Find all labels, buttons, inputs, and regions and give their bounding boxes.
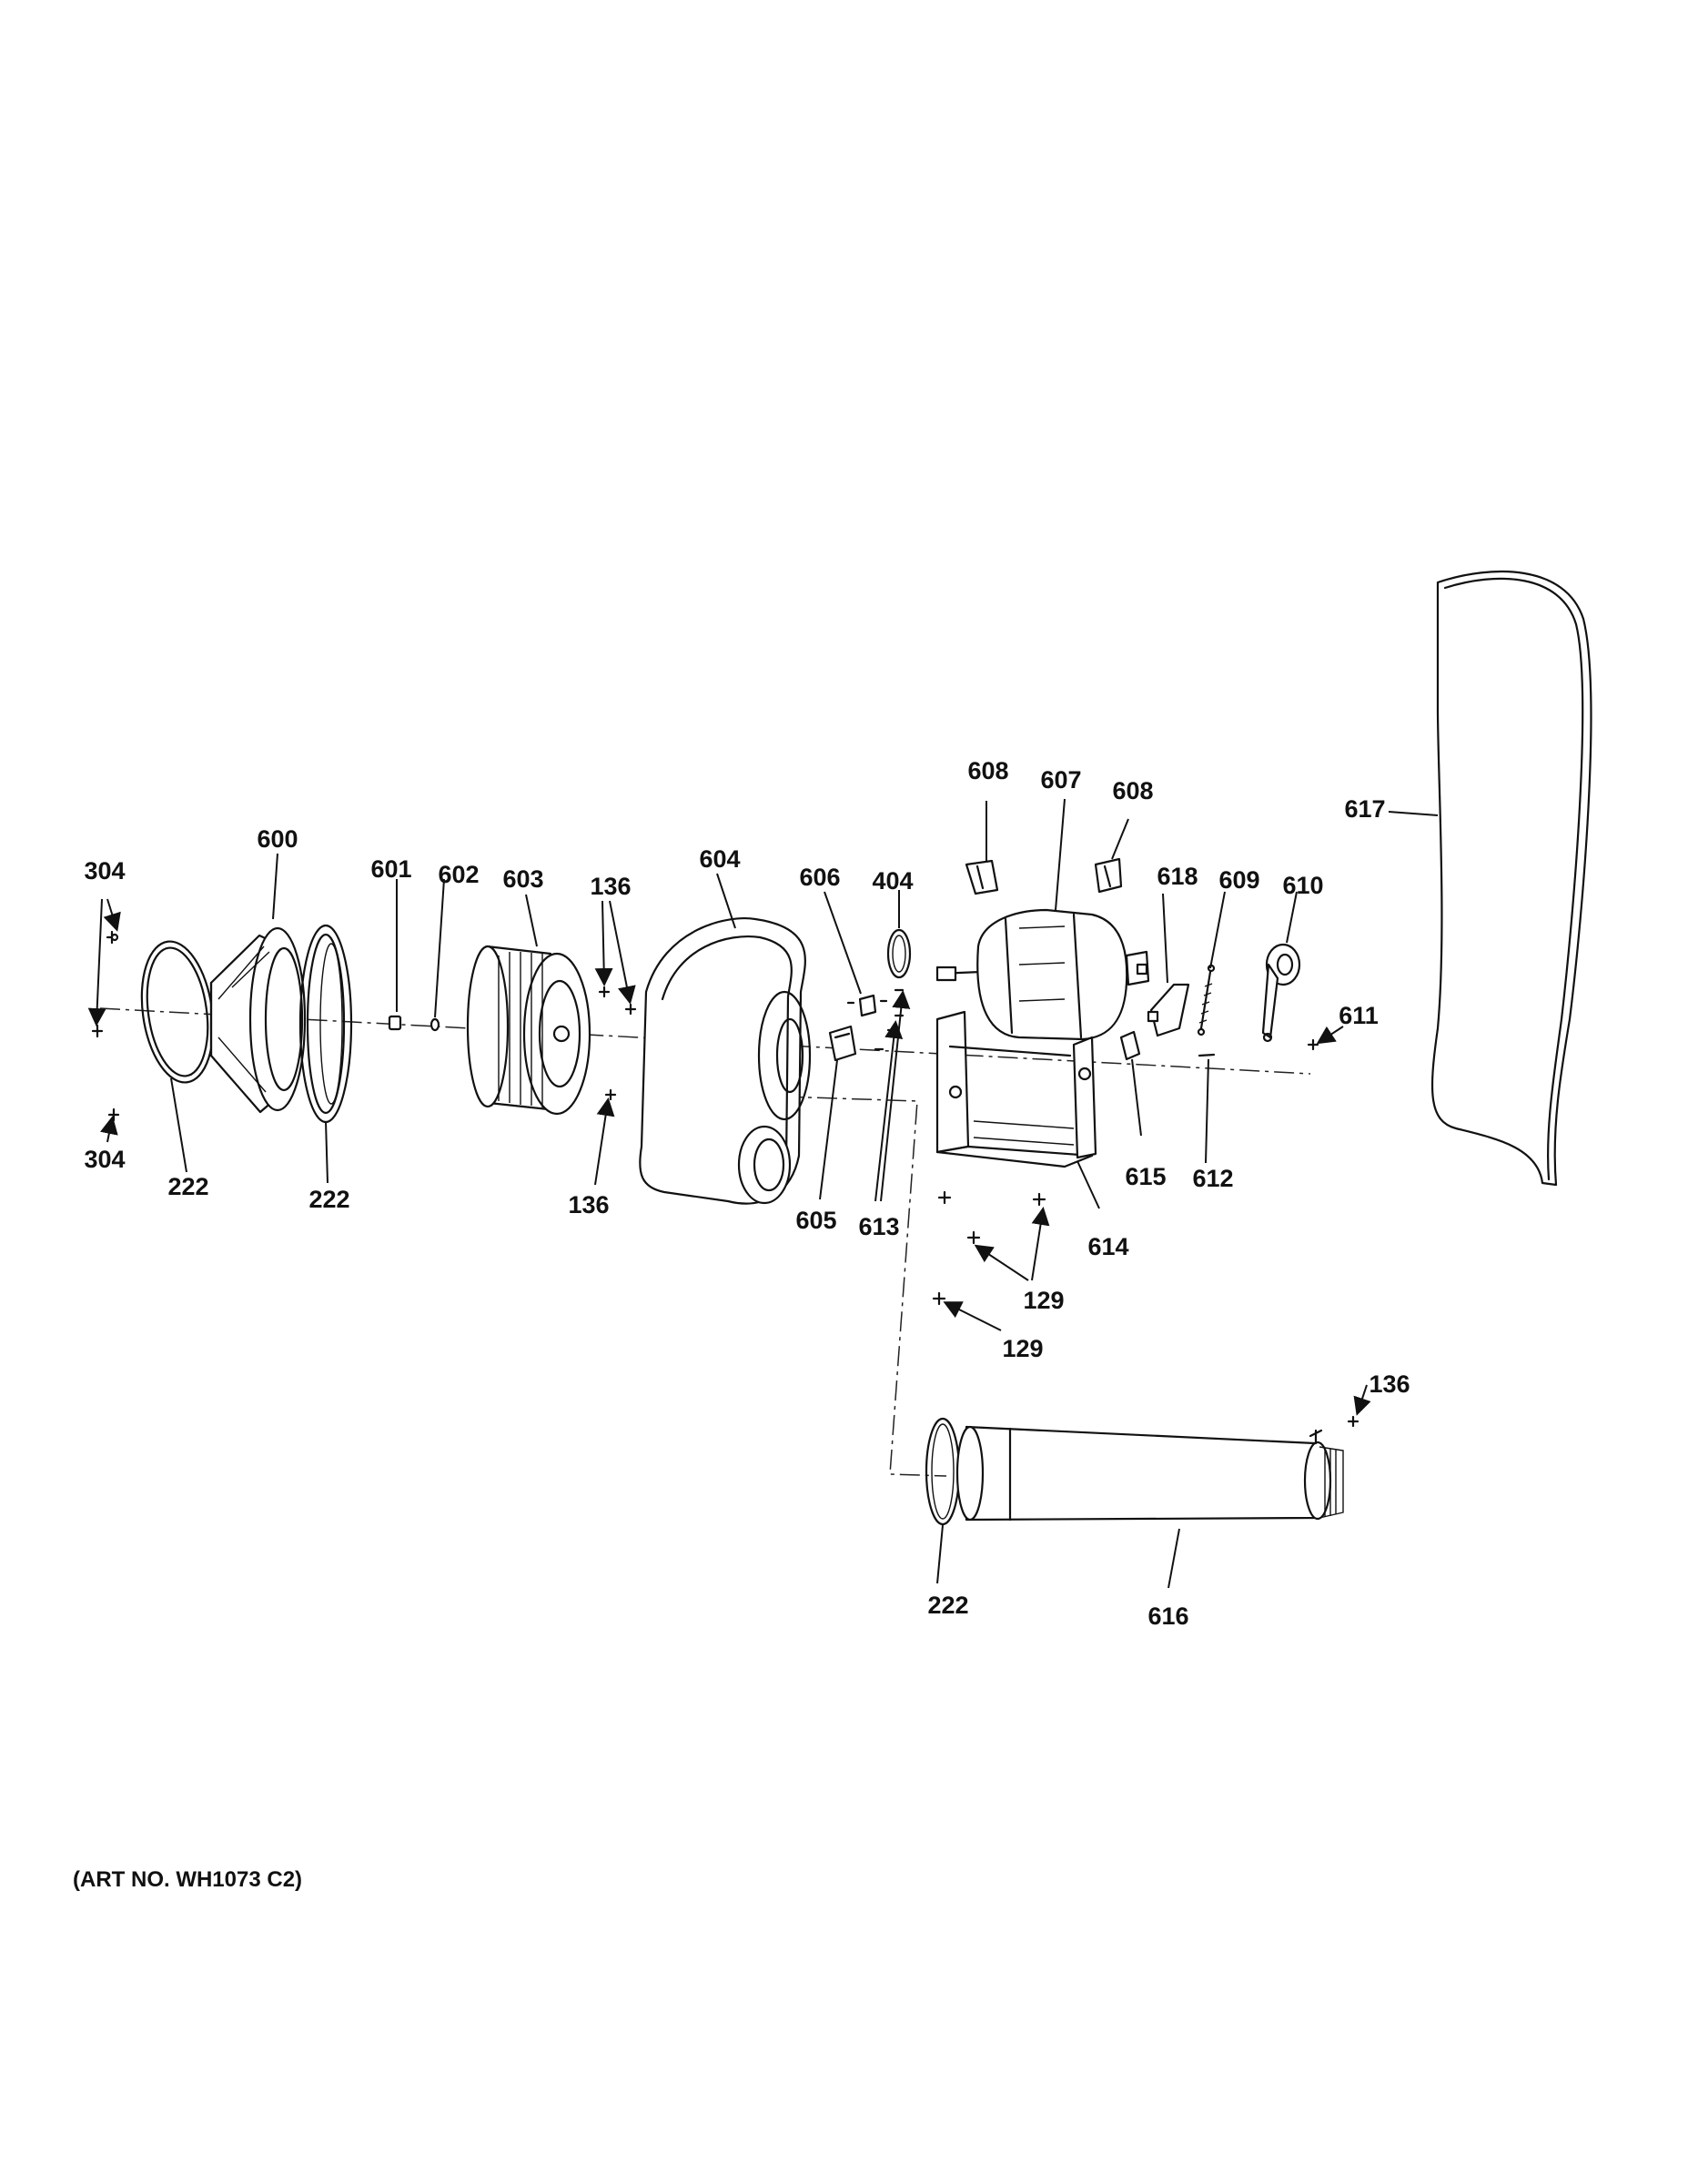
- exhaust-duct-616[interactable]: [955, 1425, 1344, 1522]
- callout-601: 601: [370, 855, 411, 883]
- clip-608-left[interactable]: [965, 859, 999, 895]
- callout-605: 605: [795, 1207, 836, 1234]
- callout-136-bottom: 136: [568, 1191, 609, 1218]
- motor-mount-614[interactable]: [935, 1010, 1097, 1168]
- blower-housing-604[interactable]: [639, 917, 812, 1205]
- callout-labels: 304 304 600 222 222 601 602 603 136 136 …: [84, 757, 1410, 1630]
- screw-136-c[interactable]: [604, 1088, 617, 1101]
- callout-602: 602: [438, 861, 479, 888]
- screw-611[interactable]: [1307, 1038, 1319, 1051]
- callout-608-left: 608: [967, 757, 1008, 784]
- callout-222-ring: 222: [308, 1186, 349, 1213]
- callout-129-lower: 129: [1002, 1335, 1043, 1362]
- nut-601[interactable]: [388, 1015, 402, 1031]
- gasket-222-bottom[interactable]: [925, 1417, 961, 1526]
- drive-belt-617[interactable]: [1430, 571, 1592, 1187]
- callout-616: 616: [1147, 1603, 1188, 1630]
- callout-129-upper: 129: [1023, 1287, 1064, 1314]
- screw-129-d[interactable]: [932, 1291, 946, 1306]
- callout-612: 612: [1192, 1165, 1233, 1192]
- callout-609: 609: [1218, 866, 1259, 894]
- screw-136-b[interactable]: [624, 1003, 637, 1016]
- callout-304-bottom: 304: [84, 1146, 125, 1173]
- screw-129-b[interactable]: [1032, 1192, 1046, 1207]
- callout-600: 600: [257, 825, 298, 853]
- callout-136-duct: 136: [1369, 1370, 1410, 1398]
- callout-608-right: 608: [1112, 777, 1153, 804]
- callout-603: 603: [502, 865, 543, 893]
- callout-614: 614: [1087, 1233, 1128, 1260]
- callout-604: 604: [699, 845, 740, 873]
- belt-ring-404[interactable]: [886, 928, 912, 979]
- thermal-fuse-605[interactable]: [828, 1025, 857, 1062]
- clip-608-right[interactable]: [1094, 857, 1123, 894]
- idler-pulley-610[interactable]: [1261, 943, 1301, 1043]
- callout-136-top: 136: [590, 873, 631, 900]
- callout-610: 610: [1282, 872, 1323, 899]
- leader-lines: [87, 798, 1439, 1589]
- bracket-618[interactable]: [1147, 983, 1190, 1037]
- screw-304-top[interactable]: [106, 930, 119, 945]
- drive-motor-607[interactable]: [935, 908, 1150, 1041]
- art-number: (ART NO. WH1073 C2): [73, 1867, 302, 1892]
- callout-304-top: 304: [84, 857, 125, 885]
- idler-spring-609[interactable]: [1197, 964, 1216, 1036]
- screw-304-bottom[interactable]: [107, 1107, 120, 1122]
- screw-612[interactable]: [1198, 1053, 1216, 1057]
- callout-615: 615: [1125, 1163, 1166, 1190]
- callout-222-bottom: 222: [927, 1592, 968, 1619]
- screw-136-duct[interactable]: [1347, 1415, 1359, 1428]
- callout-222-left: 222: [167, 1173, 208, 1200]
- clip-615[interactable]: [1119, 1030, 1141, 1061]
- washer-602[interactable]: [430, 1017, 440, 1032]
- inlet-housing-600[interactable]: [209, 926, 307, 1114]
- callout-617: 617: [1344, 795, 1385, 823]
- callout-607: 607: [1040, 766, 1081, 794]
- screw-304-mid[interactable]: [91, 1024, 104, 1038]
- screw-136-a[interactable]: [598, 986, 611, 998]
- screw-129-c[interactable]: [966, 1230, 981, 1245]
- callout-618: 618: [1157, 863, 1198, 890]
- gasket-222-ring[interactable]: [298, 924, 353, 1124]
- callout-613: 613: [858, 1213, 899, 1240]
- screw-129-a[interactable]: [937, 1190, 952, 1205]
- blower-wheel-603[interactable]: [466, 945, 591, 1116]
- callout-606: 606: [799, 864, 840, 891]
- callout-611: 611: [1339, 1002, 1379, 1029]
- thermostat-606[interactable]: [846, 994, 888, 1017]
- callout-404: 404: [872, 867, 913, 895]
